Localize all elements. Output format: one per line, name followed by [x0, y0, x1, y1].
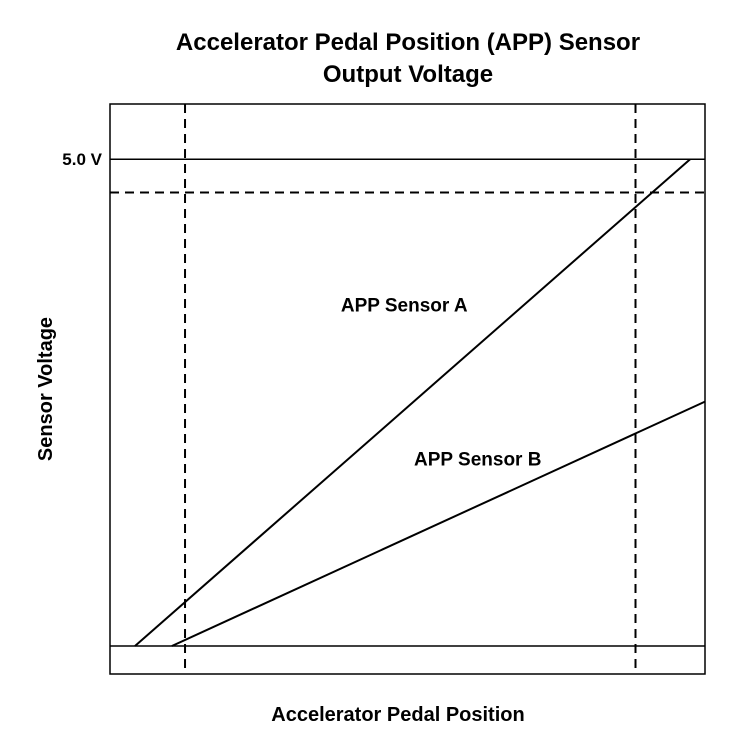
series-lines [134, 158, 706, 647]
plot-frame [109, 103, 706, 675]
y-tick-label-0: 5.0 V [62, 150, 102, 169]
y-tick-labels: 5.0 V [62, 150, 102, 169]
chart-title-line2: Output Voltage [323, 61, 493, 88]
y-axis-label: Sensor Voltage [35, 317, 57, 461]
annotation-app-sensor-a: APP Sensor A [341, 296, 468, 317]
series-line-app-sensor-b [171, 400, 706, 647]
series-line-app-sensor-a [134, 158, 691, 647]
annotation-app-sensor-b: APP Sensor B [414, 449, 541, 470]
x-axis-label: Accelerator Pedal Position [271, 704, 524, 726]
series-annotations: APP Sensor A APP Sensor B [341, 296, 542, 471]
reference-lines [110, 104, 705, 674]
chart-title-line1: Accelerator Pedal Position (APP) Sensor [176, 29, 640, 56]
